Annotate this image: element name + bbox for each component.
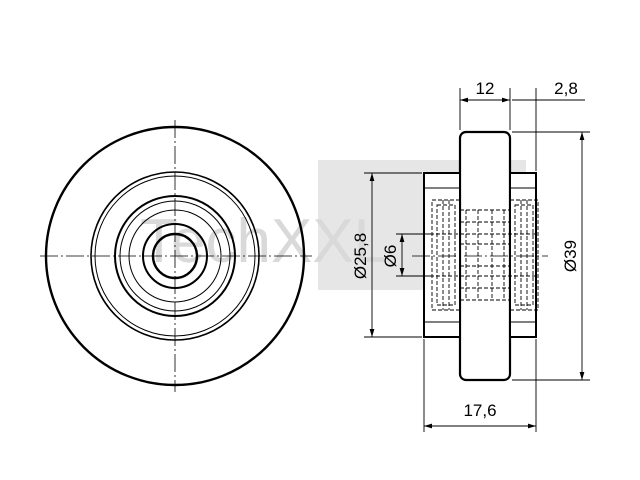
dimension-labels: 12 2,8 17,6 Ø25,8 Ø6 Ø39 <box>351 79 580 420</box>
label-offset: 2,8 <box>554 79 578 98</box>
label-bore-diameter: Ø6 <box>381 245 400 268</box>
center-bushing-hidden <box>459 209 511 301</box>
side-view <box>412 130 548 382</box>
front-view <box>40 120 312 392</box>
dimensions <box>364 88 590 432</box>
label-hub-diameter: Ø25,8 <box>351 233 370 279</box>
left-bearing-race-hidden <box>436 204 456 306</box>
label-overall-width: 17,6 <box>463 401 496 420</box>
watermark-text: TechXXL <box>140 207 388 276</box>
right-bearing-hidden <box>509 199 539 311</box>
left-bearing-hidden <box>431 199 461 311</box>
right-bearing-race-hidden <box>514 204 534 306</box>
hidden-bearings <box>424 199 539 311</box>
label-outer-diameter: Ø39 <box>561 240 580 272</box>
hub-right-section <box>509 172 537 338</box>
label-width-hub: 12 <box>476 79 495 98</box>
